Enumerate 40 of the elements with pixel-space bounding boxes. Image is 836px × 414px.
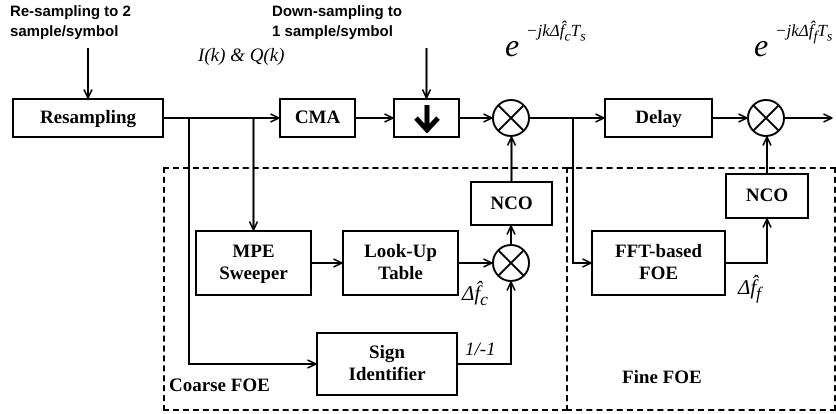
process-box: NCO [725, 173, 809, 219]
annotation-text: Re-sampling to 2 sample/symbol [10, 2, 190, 48]
signal-arrow [458, 281, 516, 365]
group-label: Fine FOE [622, 367, 702, 389]
downsampler-box [393, 98, 460, 138]
annotation-text: Down-sampling to 1 sample/symbol [272, 2, 412, 48]
signal-arrow [713, 113, 748, 123]
process-box: NCO [470, 181, 553, 226]
edge-label: I(k) & Q(k) [197, 46, 286, 67]
process-box: Sign Identifier [316, 332, 458, 396]
multiplier-symbol [747, 99, 785, 137]
process-box: Delay [604, 98, 713, 138]
signal-arrow [312, 258, 343, 268]
process-box: FFT-based FOE [591, 230, 726, 296]
formula-exponent: −jkΔf̂$_{c}$T$_{s}$ [526, 22, 586, 45]
signal-arrow [785, 113, 833, 123]
signal-arrow [726, 218, 772, 264]
leader-arrow [422, 48, 432, 99]
formula-base: e [754, 28, 768, 64]
formula-base: e [505, 28, 520, 64]
signal-arrow [506, 225, 516, 244]
process-box: CMA [279, 98, 356, 138]
process-box: Look-Up Table [342, 230, 459, 296]
process-box: Resampling [12, 98, 164, 138]
signal-arrow [459, 258, 493, 268]
multiplier-symbol [492, 99, 530, 137]
leader-arrow [83, 48, 93, 99]
signal-arrow [460, 113, 493, 123]
signal-arrow [356, 113, 394, 123]
edge-label: Δf̂$_{f}$ [737, 276, 762, 304]
signal-arrow [506, 136, 516, 181]
signal-arrow [530, 117, 592, 268]
group-label: Coarse FOE [169, 375, 270, 397]
multiplier-symbol [492, 244, 530, 282]
dashed-group-box [163, 167, 568, 411]
dashed-group-box [566, 167, 836, 411]
process-box: MPE Sweeper [195, 230, 312, 296]
formula-exponent: −jkΔf̂$_{f}$T$_{s}$ [775, 22, 832, 45]
signal-arrow [164, 117, 317, 369]
signal-arrow [762, 136, 772, 173]
